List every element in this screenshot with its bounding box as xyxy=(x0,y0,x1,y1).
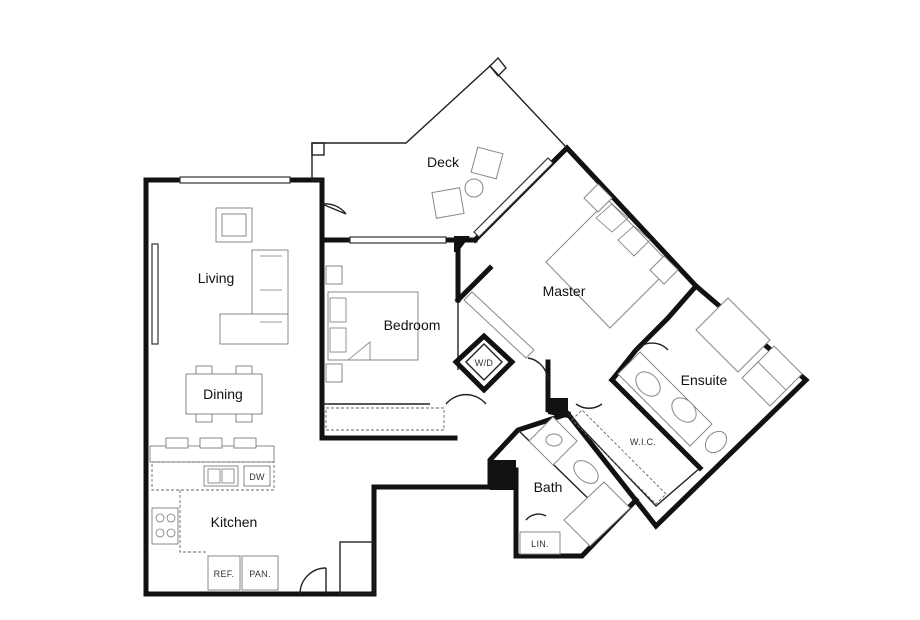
master-furniture xyxy=(463,183,679,359)
deck-furniture xyxy=(431,146,504,219)
label-bath: Bath xyxy=(534,479,563,495)
label-deck: Deck xyxy=(427,154,460,170)
label-bedroom: Bedroom xyxy=(384,317,441,333)
label-washer-dryer: W/D xyxy=(475,358,494,368)
windows xyxy=(151,157,554,345)
living-furniture xyxy=(215,207,289,345)
deck-outline xyxy=(311,56,568,181)
kitchen-fixtures xyxy=(149,437,279,591)
label-pantry: PAN. xyxy=(249,569,271,579)
label-ensuite: Ensuite xyxy=(681,372,728,388)
label-kitchen: Kitchen xyxy=(211,514,258,530)
washer-dryer-closet xyxy=(452,332,516,394)
bath-fixtures xyxy=(519,416,631,555)
label-dishwasher: DW xyxy=(249,472,265,482)
doors xyxy=(299,203,669,595)
label-wic: W.I.C. xyxy=(630,437,656,447)
label-refrigerator: REF. xyxy=(214,569,235,579)
dining-table xyxy=(185,365,263,423)
ensuite-fixtures xyxy=(617,297,803,454)
room-labels: Deck Living Dining Kitchen Bedroom Maste… xyxy=(198,154,728,530)
wic-shelving xyxy=(571,409,667,505)
label-linen: LIN. xyxy=(531,539,549,549)
label-dining: Dining xyxy=(203,386,243,402)
label-master: Master xyxy=(543,283,586,299)
bedroom-furniture xyxy=(325,265,445,431)
fixture-labels: W/D W.I.C. DW REF. PAN. LIN. xyxy=(214,358,656,579)
structural-posts xyxy=(454,236,568,490)
label-living: Living xyxy=(198,270,235,286)
